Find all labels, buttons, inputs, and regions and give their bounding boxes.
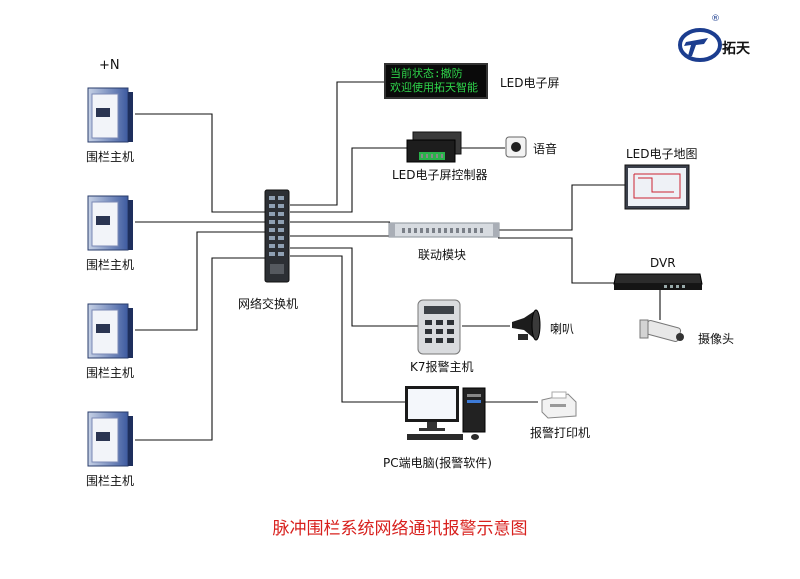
pc-label: PC端电脑(报警软件) [383,456,492,470]
voice-speaker [505,136,527,162]
registered-mark: ® [711,14,720,24]
linkage-module-icon [388,222,500,238]
led-screen: 当前状态:撤防 欢迎使用拓天智能 [384,63,488,99]
fence-host-3 [86,302,136,364]
printer-icon [541,391,577,419]
fence-host-label-3: 围栏主机 [86,366,135,380]
wire-led-screen [290,81,385,206]
pc-computer [403,384,489,448]
wire-host-3 [135,231,268,331]
fence-host-icon [87,411,133,467]
wire-dvr [498,237,614,284]
alarm-keypad-icon [417,299,461,355]
led-map-label: LED电子地图 [626,147,698,161]
diagram-title: 脉冲围栏系统网络通讯报警示意图 [272,519,528,539]
led-controller-label: LED电子屏控制器 [392,168,488,182]
led-screen-line-1: 当前状态:撤防 [390,67,463,80]
dvr-recorder [612,272,704,296]
tuotian-logo-icon [678,28,722,62]
computer-icon [405,386,486,440]
fence-host-icon [87,195,133,251]
led-screen-label: LED电子屏 [500,76,560,90]
security-camera [638,318,686,352]
map-display-icon [624,164,690,210]
dvr-icon [613,273,703,290]
fence-host-label-2: 围栏主机 [86,258,135,272]
led-screen-line-2: 欢迎使用拓天智能 [390,81,478,94]
camera-icon [639,319,684,342]
fence-host-label-1: 围栏主机 [86,150,135,164]
fence-host-1 [86,86,136,148]
camera-label: 摄像头 [698,332,735,346]
led-map [624,164,690,214]
wire-host-4 [135,257,268,441]
wire-pc [290,255,405,403]
voice-label: 语音 [533,142,558,156]
fence-host-icon [87,303,133,359]
led-controller-icon [406,131,462,163]
fence-host-label-4: 围栏主机 [86,474,135,488]
printer-label: 报警打印机 [530,426,591,440]
brand-logo [678,26,722,68]
fence-host-icon [87,87,133,143]
speaker-icon [505,136,527,158]
horn-speaker [508,308,544,348]
linkage-module [388,221,500,243]
brand-name: 拓天 [722,41,750,57]
network-switch [262,188,294,288]
wire-map [498,184,625,231]
horn-label: 喇叭 [550,322,575,336]
horn-icon [512,309,541,341]
wire-led-controller [290,147,408,213]
led-controller [405,128,465,170]
k7-label: K7报警主机 [410,360,474,374]
dvr-label: DVR [650,256,676,270]
wire-k7 [290,247,418,327]
linkage-module-label: 联动模块 [418,248,467,262]
network-switch-icon [264,189,290,283]
fence-host-4 [86,410,136,472]
switch-label: 网络交换机 [238,297,299,311]
wire-host-1 [135,113,268,213]
fence-host-2 [86,194,136,256]
alarm-printer [538,390,578,424]
plus-n-marker: +N [99,58,120,73]
k7-alarm-panel [416,298,464,362]
